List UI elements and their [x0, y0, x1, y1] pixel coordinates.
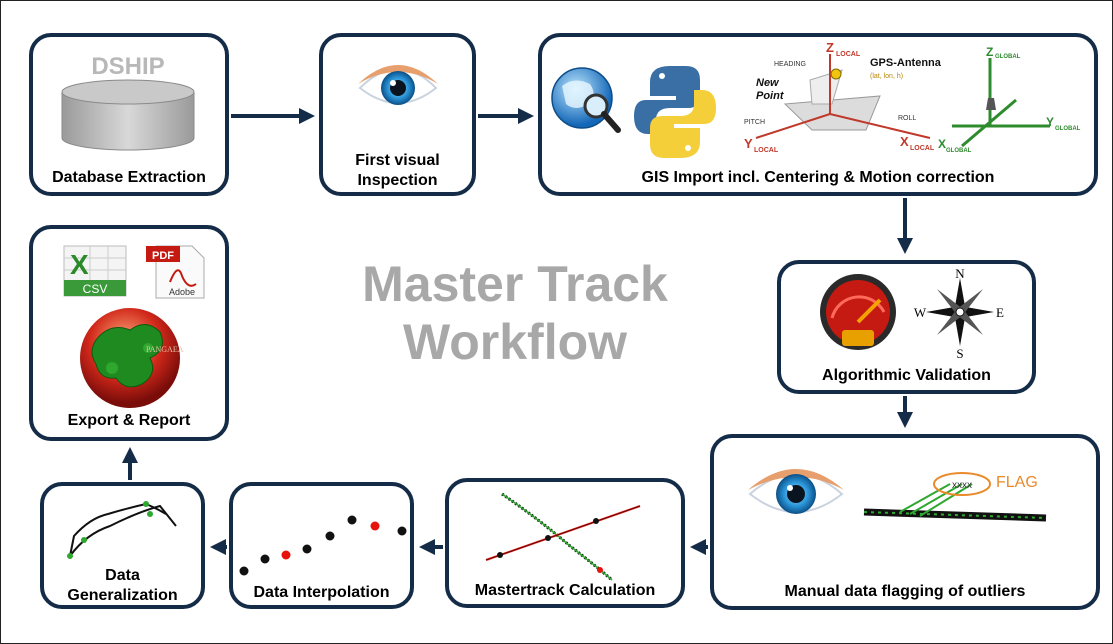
flow-arrows	[122, 108, 913, 555]
data-generalization-label-2: Generalization	[67, 587, 178, 604]
compass-e: E	[996, 305, 1004, 320]
data-interpolation-label: Data Interpolation	[253, 584, 390, 601]
gps-coords-text: (lat, lon, h)	[870, 73, 903, 80]
svg-text:X: X	[70, 249, 89, 280]
first-visual-label-2: Inspection	[357, 172, 438, 189]
pangaea-logo-icon: PANGAEA	[80, 308, 184, 408]
x-global-text: X	[938, 137, 946, 151]
roll-text: ROLL	[898, 115, 916, 122]
generalization-plot-icon	[67, 501, 177, 559]
database-icon: DSHIP	[61, 53, 195, 151]
step-algorithmic-validation: Algorithmic Validation	[777, 260, 1036, 394]
y-global-sub: GLOBAL	[1055, 126, 1081, 132]
pdf-adobe-icon: PDF Adobe	[146, 245, 205, 299]
x-local-text: X	[900, 134, 909, 149]
algorithmic-validation-label: Algorithmic Validation	[822, 367, 991, 384]
step-data-interpolation: Data Interpolation	[229, 482, 414, 609]
manual-flagging-label: Manual data flagging of outliers	[784, 583, 1026, 600]
first-visual-label-1: First visual	[355, 152, 440, 169]
z-local-sub: LOCAL	[836, 51, 861, 58]
pangaea-text: PANGAEA	[146, 345, 184, 354]
workflow-title: Master Track Workflow	[320, 255, 710, 371]
heading-text: HEADING	[774, 61, 806, 68]
step-data-generalization: Data Generalization	[40, 482, 205, 609]
workflow-title-line2: Workflow	[402, 314, 628, 370]
adobe-text: Adobe	[169, 287, 195, 297]
compass-w: W	[914, 305, 927, 320]
flag-track-icon: xxxx FLAG	[863, 472, 1047, 522]
data-generalization-label-1: Data	[105, 567, 140, 584]
speedometer-icon	[820, 274, 896, 350]
step-mastertrack-calculation: Mastertrack Calculation	[445, 478, 685, 608]
globe-search-icon	[551, 67, 621, 133]
compass-rose-icon: N S E W	[914, 266, 1004, 361]
new-point-text-2: Point	[756, 90, 785, 102]
y-global-text: Y	[1046, 115, 1054, 129]
excel-csv-icon: X CSV	[63, 245, 127, 297]
y-local-sub: LOCAL	[754, 147, 779, 154]
ship-motion-diagram-icon: Z LOCAL HEADING GPS-Antenna (lat, lon, h…	[744, 40, 942, 154]
z-global-sub: GLOBAL	[995, 54, 1021, 60]
database-extraction-label: Database Extraction	[52, 169, 206, 186]
global-axes-icon: Z GLOBAL Y GLOBAL X GLOBAL	[938, 45, 1081, 154]
compass-s: S	[956, 346, 963, 361]
x-global-sub: GLOBAL	[946, 148, 972, 154]
pitch-text: PITCH	[744, 119, 765, 126]
svg-text:xxxx: xxxx	[952, 480, 972, 491]
gis-import-label: GIS Import incl. Centering & Motion corr…	[641, 169, 995, 186]
new-point-text-1: New	[756, 77, 780, 89]
pdf-text: PDF	[152, 250, 174, 262]
export-report-label: Export & Report	[67, 412, 191, 429]
y-local-text: Y	[744, 136, 753, 151]
mastertrack-calculation-label: Mastertrack Calculation	[474, 582, 656, 599]
step-manual-flagging: Manual data flagging of outliers	[710, 434, 1100, 610]
gps-antenna-text: GPS-Antenna	[870, 57, 942, 69]
mastertrack-plot-icon	[485, 492, 641, 582]
interpolation-plot-icon	[239, 515, 407, 576]
flagging-eye-icon	[748, 469, 844, 514]
database-dship-text: DSHIP	[91, 53, 164, 80]
compass-n: N	[955, 266, 965, 281]
z-local-text: Z	[826, 40, 834, 55]
workflow-title-line1: Master Track	[362, 256, 668, 312]
csv-text: CSV	[83, 282, 108, 296]
step-first-visual-inspection: First visual Inspection	[319, 33, 476, 196]
x-local-sub: LOCAL	[910, 145, 935, 152]
eye-icon	[358, 65, 438, 105]
python-logo-icon	[634, 66, 716, 158]
z-global-text: Z	[986, 45, 993, 59]
flag-text: FLAG	[996, 474, 1038, 491]
